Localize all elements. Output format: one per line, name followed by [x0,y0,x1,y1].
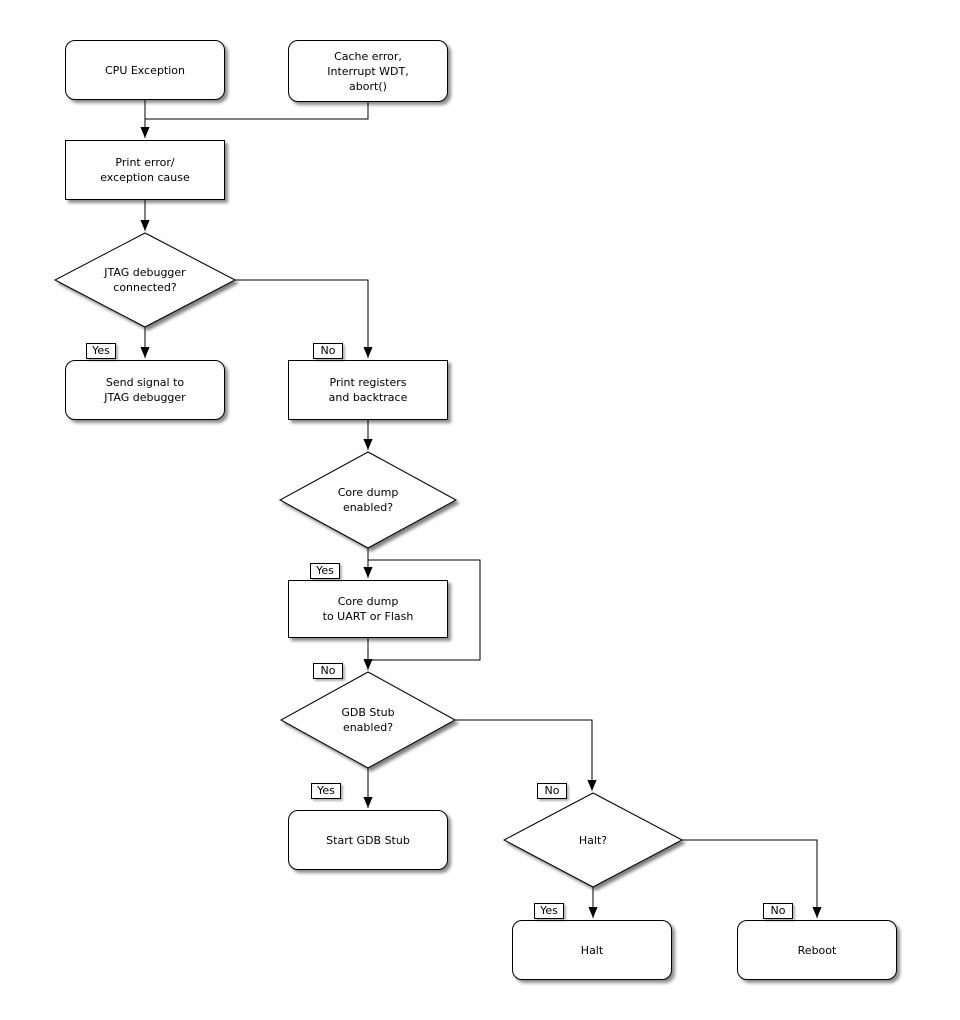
node-halt-label: Halt [580,943,604,957]
decision-core-dump-enabled [278,451,458,549]
edge-cache-error-join [145,102,369,120]
branch-label-jtag-yes: Yes [86,343,116,359]
node-core-dump: Core dump to UART or Flash [288,580,448,638]
node-print-registers: Print registers and backtrace [288,360,448,420]
decision-jtag-connected-text: JTAG debugger connected? [104,266,186,294]
edge-gdb-no-to-halt-decision [455,719,597,791]
node-start-gdb-stub: Start GDB Stub [288,810,448,870]
node-halt: Halt [512,920,672,980]
node-cache-error: Cache error, Interrupt WDT, abort() [288,40,448,102]
decision-jtag-connected-label: JTAG debugger connected? [70,256,220,304]
node-start-gdb-stub-label: Start GDB Stub [326,833,410,847]
edge-coredump-no-bypass [368,559,481,661]
branch-label-halt-yes: Yes [534,903,564,919]
branch-label-jtag-no: No [313,343,343,359]
decision-gdb-stub-enabled [279,671,457,769]
decision-gdb-stub-enabled-text: GDB Stub enabled? [341,706,395,734]
node-reboot: Reboot [737,920,897,980]
branch-label-gdb-no: No [537,783,567,799]
branch-label-coredump-no: No [313,663,343,679]
node-reboot-label: Reboot [797,943,837,957]
node-print-registers-label: Print registers and backtrace [328,376,408,404]
node-core-dump-label: Core dump to UART or Flash [322,595,414,623]
node-send-signal: Send signal to JTAG debugger [65,360,225,420]
node-cache-error-label: Cache error, Interrupt WDT, abort() [327,49,409,93]
decision-gdb-stub-enabled-label: GDB Stub enabled? [293,696,443,744]
decision-halt-question-label: Halt? [518,816,668,864]
decision-jtag-connected [53,232,237,328]
branch-label-halt-no: No [763,903,793,919]
branch-label-gdb-yes: Yes [311,783,341,799]
edge-halt-no-to-reboot [682,839,822,918]
decision-halt-question-text: Halt? [578,833,608,847]
node-print-error: Print error/ exception cause [65,140,225,200]
node-cpu-exception-label: CPU Exception [105,63,185,77]
decision-core-dump-enabled-text: Core dump enabled? [337,486,399,514]
node-cpu-exception: CPU Exception [65,40,225,100]
edge-jtag-no-to-print-registers [235,279,373,358]
decision-core-dump-enabled-label: Core dump enabled? [293,476,443,524]
decision-halt-question [502,792,684,888]
node-send-signal-label: Send signal to JTAG debugger [104,376,186,404]
node-print-error-label: Print error/ exception cause [100,156,190,184]
branch-label-coredump-yes: Yes [310,563,340,579]
